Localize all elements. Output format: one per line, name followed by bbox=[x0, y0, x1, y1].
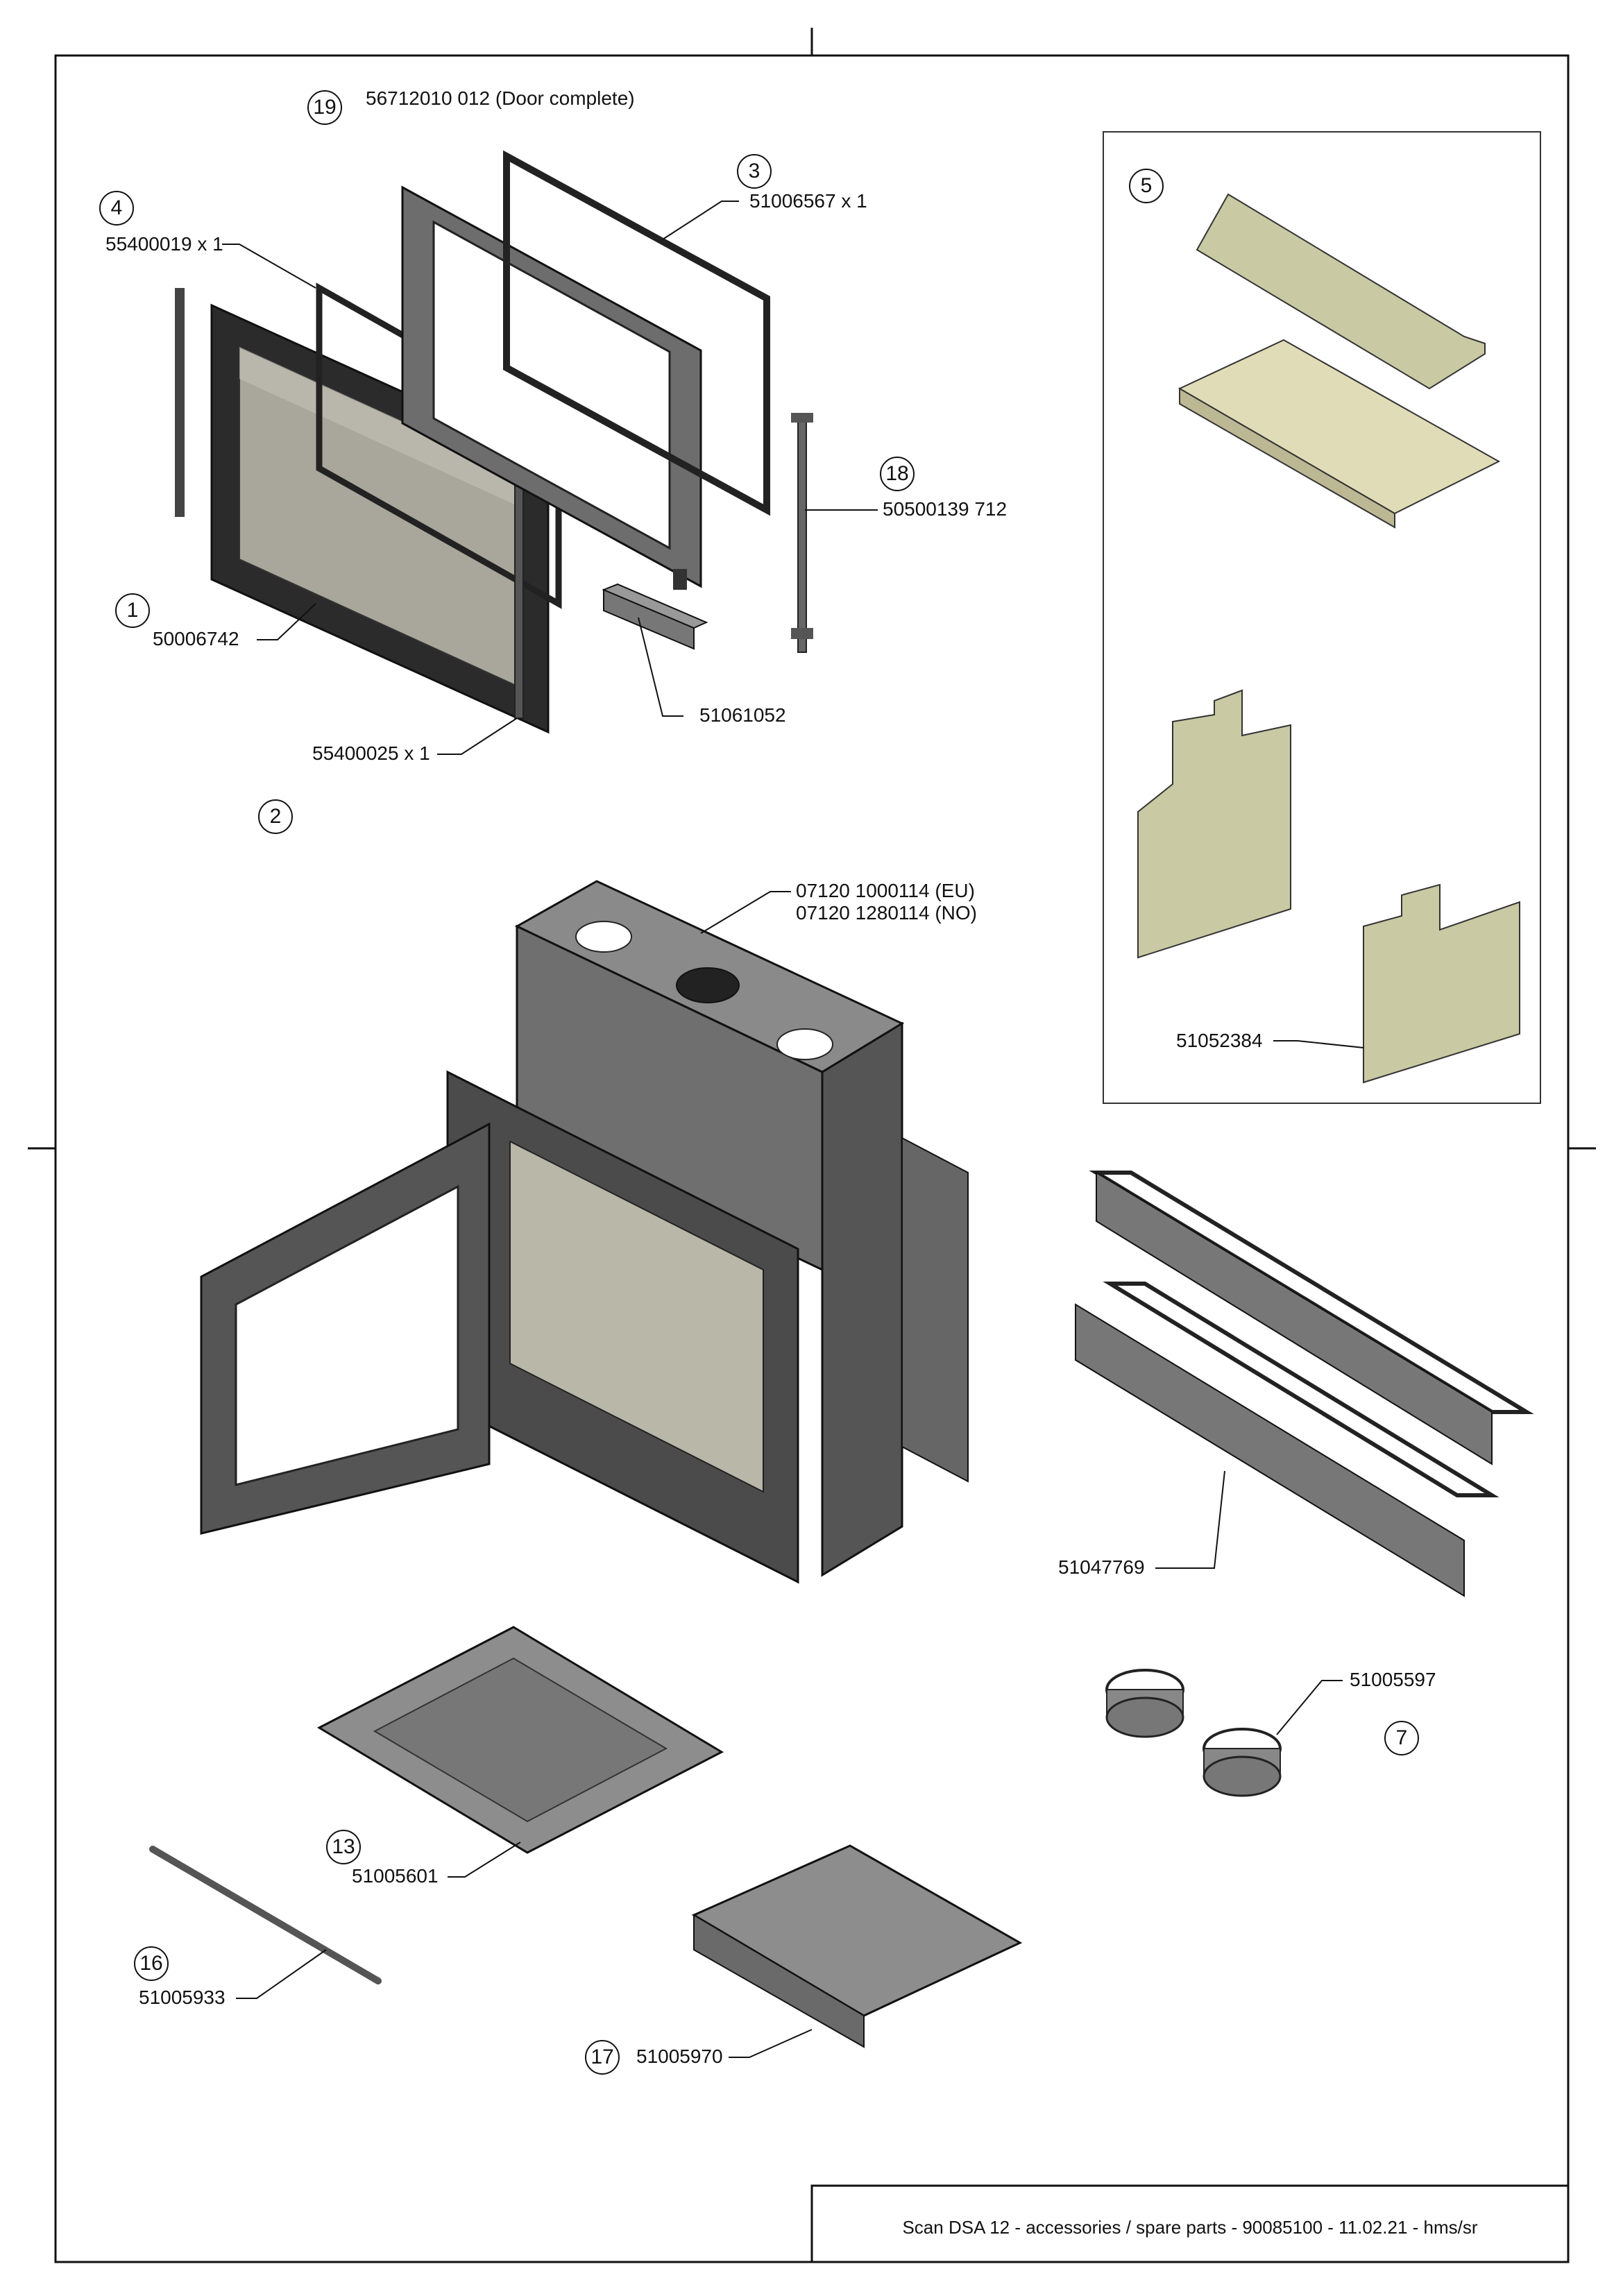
door-gasket-drawing bbox=[503, 150, 770, 516]
part-code-51061052: 51061052 bbox=[699, 704, 786, 726]
item-number-16: 16 bbox=[134, 1946, 169, 1981]
part-code-51005970: 51005970 bbox=[636, 2046, 723, 2067]
item-number-19: 19 bbox=[307, 90, 342, 125]
ash-pan-drawing bbox=[691, 1844, 1023, 2048]
part-code-51005601: 51005601 bbox=[352, 1865, 439, 1887]
title-block-text: Scan DSA 12 - accessories / spare parts … bbox=[902, 2217, 1478, 2238]
part-code-51047769: 51047769 bbox=[1058, 1556, 1145, 1578]
hinge-rod-drawing bbox=[791, 413, 813, 653]
door-glass-drawing bbox=[175, 288, 550, 734]
item-number-1: 1 bbox=[115, 593, 150, 628]
part-code-55400025: 55400025 x 1 bbox=[312, 742, 430, 764]
leader-lines bbox=[222, 201, 1364, 2058]
part-code-55400019: 55400019 x 1 bbox=[105, 233, 223, 255]
firebricks-drawing bbox=[1137, 193, 1520, 1084]
part-code-stove-eu: 07120 1000114 (EU) bbox=[796, 880, 975, 901]
item-number-13: 13 bbox=[326, 1830, 361, 1864]
item-number-2: 2 bbox=[258, 799, 293, 834]
part-code-50006742: 50006742 bbox=[153, 628, 239, 649]
item-number-5: 5 bbox=[1129, 169, 1164, 203]
firebrick-panel-box bbox=[1103, 131, 1541, 1104]
item-number-4: 4 bbox=[99, 191, 134, 226]
item-number-17: 17 bbox=[585, 2040, 620, 2075]
door-frame-drawing bbox=[401, 185, 702, 590]
grate-drawing bbox=[316, 1626, 724, 1854]
part-code-51052384: 51052384 bbox=[1176, 1030, 1263, 1051]
part-code-51005933: 51005933 bbox=[139, 1987, 226, 2008]
item-number-3: 3 bbox=[737, 154, 772, 189]
door-bracket-drawing bbox=[602, 583, 708, 650]
item-number-7: 7 bbox=[1384, 1721, 1419, 1755]
part-code-stove-no: 07120 1280114 (NO) bbox=[796, 902, 977, 924]
grilles-drawing bbox=[1075, 1171, 1534, 1597]
part-code-50500139: 50500139 712 bbox=[883, 498, 1008, 520]
title-block bbox=[810, 2184, 1570, 2263]
flue-collars-drawing bbox=[1105, 1669, 1282, 1797]
door-complete-label: 56712010 012 (Door complete) bbox=[366, 87, 635, 109]
stove-body-drawing bbox=[200, 880, 969, 1584]
item-number-18: 18 bbox=[880, 457, 915, 491]
part-code-51006567: 51006567 x 1 bbox=[749, 190, 867, 212]
part-code-51005597: 51005597 bbox=[1350, 1669, 1436, 1690]
riddling-rod-drawing bbox=[149, 1846, 382, 1984]
